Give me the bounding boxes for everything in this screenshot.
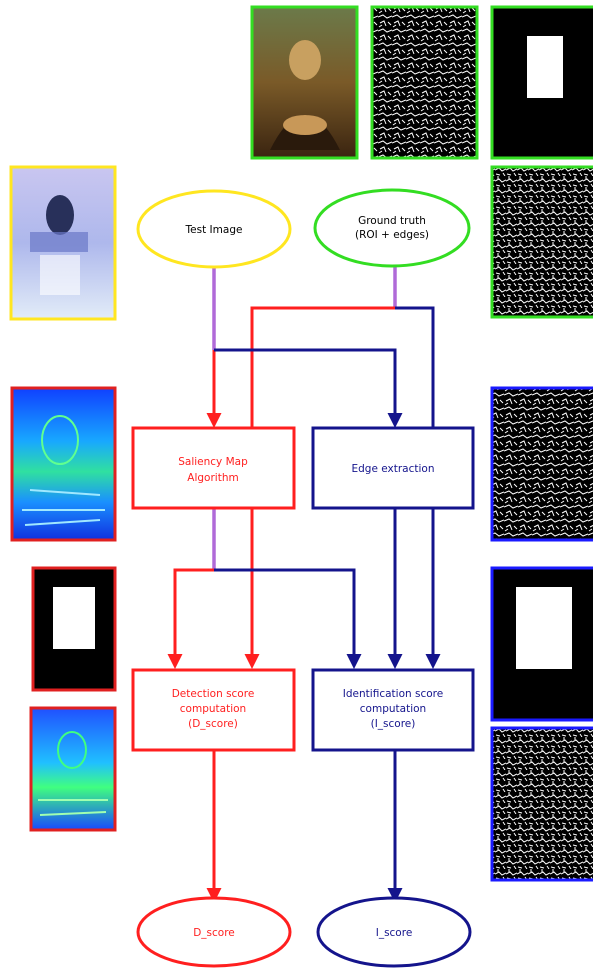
d-score-node: D_score — [136, 896, 292, 968]
red-arrow-saliency-to-detection — [167, 568, 214, 669]
test-image-node: Test Image — [136, 189, 292, 269]
edge-extraction-node: Edge extraction — [311, 426, 475, 510]
blue-arrow-groundtruth-to-identification — [395, 306, 441, 669]
saliency-map-algorithm-node: Saliency Map Algorithm — [131, 426, 296, 510]
detection-label-line1: Detection score — [172, 688, 255, 700]
i-score-label: I_score — [376, 927, 413, 939]
roi-mask-thumbnail-right — [490, 566, 593, 722]
saliency-label-line2: Algorithm — [187, 472, 238, 484]
identification-label-line3: (I_score) — [371, 718, 416, 730]
saliency-map-thumbnail-2 — [29, 706, 117, 832]
edge-map-thumbnail-green — [490, 165, 593, 319]
test-image-label: Test Image — [185, 224, 243, 236]
ground-truth-node: Ground truth (ROI + edges) — [313, 188, 471, 268]
ground-truth-edges-thumbnail — [370, 5, 479, 160]
saliency-map-thumbnail — [10, 386, 117, 542]
blue-arrow-saliency-to-identification — [214, 568, 362, 669]
identification-score-node: Identification score computation (I_scor… — [311, 668, 475, 752]
detection-label-line3: (D_score) — [188, 718, 238, 730]
identification-label-line1: Identification score — [343, 688, 443, 700]
edge-extraction-thumbnail — [490, 386, 593, 542]
i-score-node: I_score — [316, 896, 472, 968]
ground-truth-label: Ground truth — [358, 215, 426, 227]
saliency-label-line1: Saliency Map — [178, 456, 248, 468]
identification-label-line2: computation — [360, 703, 426, 715]
inverted-image-thumbnail — [9, 165, 117, 321]
ground-truth-sublabel: (ROI + edges) — [355, 229, 429, 241]
edge-extraction-label: Edge extraction — [351, 463, 434, 475]
d-score-label: D_score — [193, 927, 235, 939]
blue-arrow-to-edge-extraction — [214, 348, 403, 428]
edge-map-thumbnail-blue — [490, 726, 593, 882]
roi-mask-thumbnail-left — [31, 566, 117, 692]
red-arrow-groundtruth-to-detection — [244, 306, 395, 669]
detection-score-node: Detection score computation (D_score) — [131, 668, 296, 752]
painting-thumbnail — [250, 5, 359, 160]
ground-truth-roi-thumbnail — [490, 5, 593, 160]
detection-label-line2: computation — [180, 703, 246, 715]
